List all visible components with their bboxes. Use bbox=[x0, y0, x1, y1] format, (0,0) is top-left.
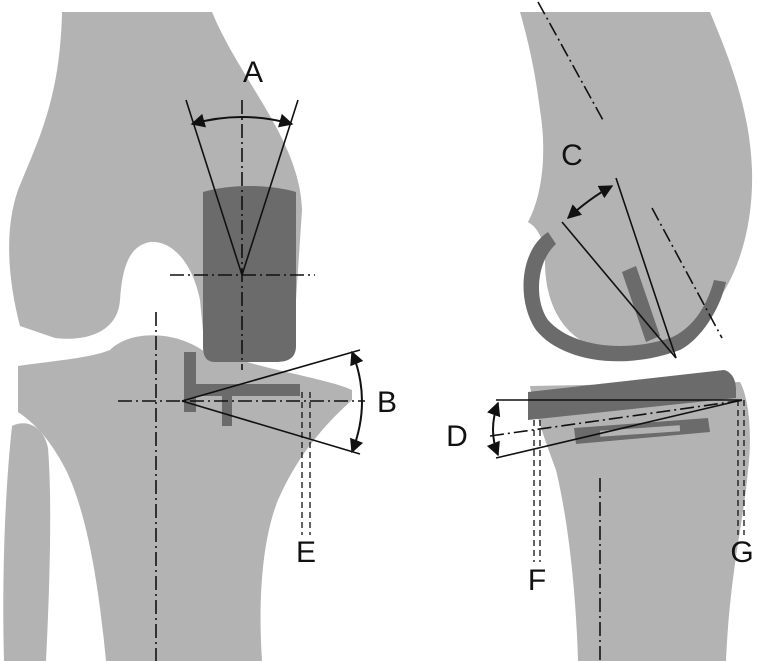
label-e: E bbox=[296, 536, 316, 569]
label-a: A bbox=[243, 56, 263, 89]
front-view: A B E bbox=[3, 12, 397, 661]
femoral-component bbox=[203, 186, 296, 362]
side-view: C D F G bbox=[446, 1, 754, 661]
tibial-component bbox=[184, 352, 300, 426]
angle-a-ray-right bbox=[241, 99, 299, 276]
side-femoral-component bbox=[523, 232, 726, 362]
label-f: F bbox=[528, 564, 546, 597]
angle-a-ray-left bbox=[185, 99, 243, 276]
angle-b-ray-upper bbox=[181, 349, 361, 402]
angle-b-ray-lower bbox=[181, 400, 361, 455]
label-b: B bbox=[377, 386, 397, 419]
angle-c-ray-right bbox=[615, 177, 677, 359]
angle-d-arc bbox=[486, 401, 501, 457]
front-tibia bbox=[18, 335, 352, 661]
angle-d-ray-lower bbox=[495, 399, 743, 459]
side-femoral-peg bbox=[622, 266, 660, 342]
angle-c-arc bbox=[566, 185, 614, 219]
angle-c-ray-left bbox=[561, 221, 677, 359]
label-c: C bbox=[561, 139, 583, 172]
side-condyle-axis bbox=[651, 207, 723, 339]
label-g: G bbox=[730, 536, 753, 569]
side-tibial-tray bbox=[528, 370, 736, 420]
angle-a-arc bbox=[190, 113, 294, 128]
side-femur bbox=[520, 12, 753, 351]
front-fibula bbox=[3, 423, 51, 661]
side-tibial-slot bbox=[599, 425, 681, 437]
angle-b-arc bbox=[350, 350, 364, 454]
side-tibia-horizontal bbox=[489, 399, 746, 437]
side-femur-axis bbox=[537, 1, 605, 123]
label-d: D bbox=[446, 420, 468, 453]
side-tibia bbox=[530, 382, 750, 661]
